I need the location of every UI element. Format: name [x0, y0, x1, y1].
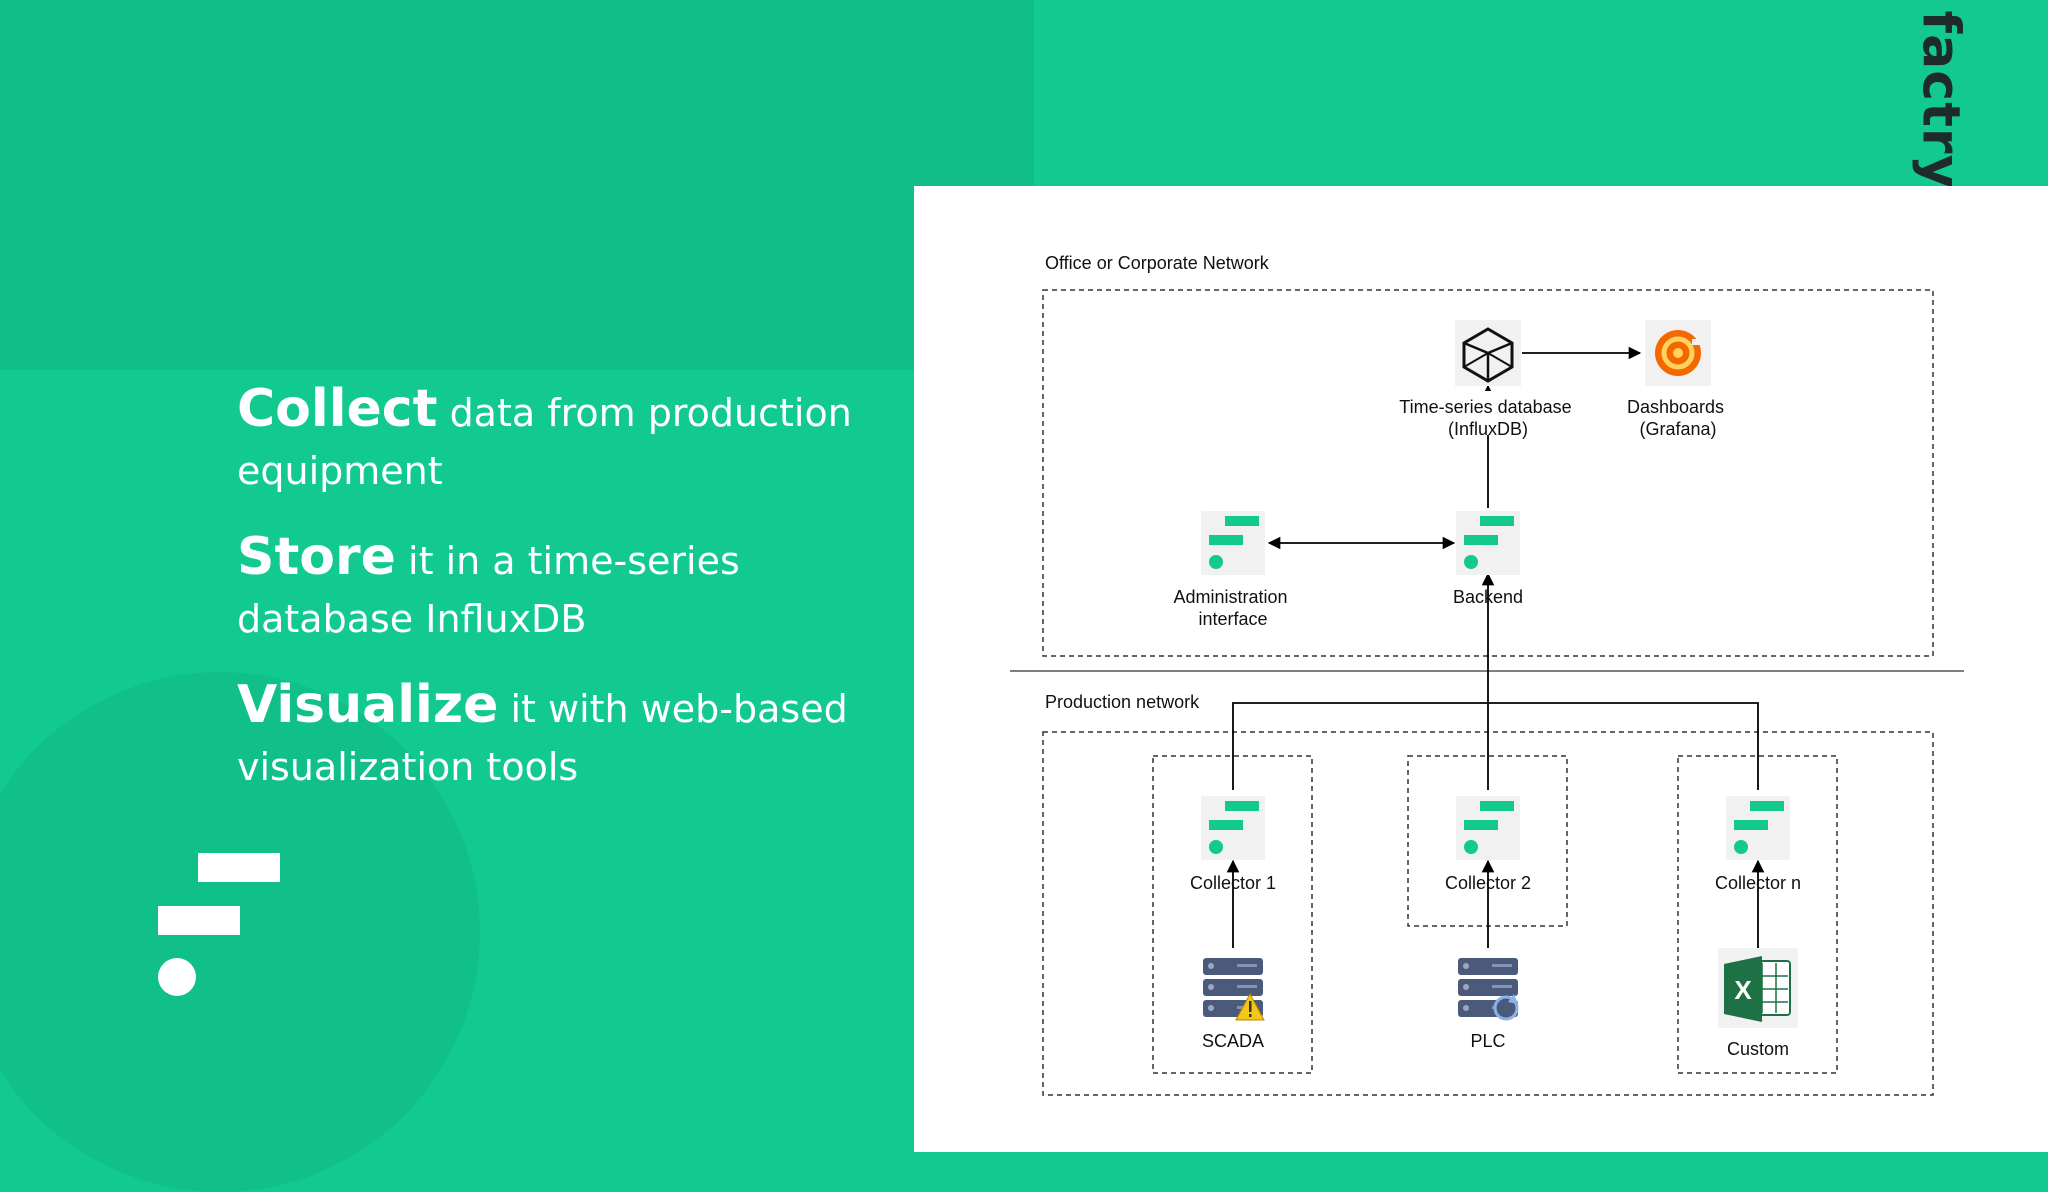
production-zone-label: Production network — [1045, 692, 1200, 712]
mark-bar-top — [198, 853, 280, 882]
collector1-node: Collector 1 — [1190, 796, 1276, 893]
brand-logo: factry — [1870, 11, 2010, 190]
collector1-label: Collector 1 — [1190, 873, 1276, 893]
collectorn-node: Collector n — [1715, 796, 1801, 893]
collectors-bus-connector — [1232, 702, 1759, 790]
background-top-band — [0, 0, 1034, 370]
factry-node-icon — [1456, 796, 1520, 860]
collector2-label: Collector 2 — [1445, 873, 1531, 893]
dashboards-label: Dashboards (Grafana) — [1627, 397, 1729, 439]
office-zone-label: Office or Corporate Network — [1045, 253, 1270, 273]
collector1-group — [1152, 755, 1313, 1074]
influxdb-icon — [1462, 327, 1514, 383]
grafana-icon — [1655, 330, 1702, 376]
custom-node: X Custom — [1718, 948, 1798, 1059]
backend-label: Backend — [1453, 587, 1523, 607]
plc-label: PLC — [1470, 1031, 1505, 1051]
admin-node: Administration interface — [1173, 511, 1292, 629]
tsdb-label-bg — [1394, 391, 1584, 435]
refresh-icon — [1493, 994, 1519, 1021]
excel-icon: X — [1724, 956, 1791, 1022]
architecture-diagram: Office or Corporate Network Production n… — [1010, 253, 1964, 1096]
brand-wordmark: factry — [1910, 10, 1970, 190]
collectorn-group — [1677, 755, 1838, 1074]
factry-node-icon — [1201, 796, 1265, 860]
dashboards-node: Dashboards (Grafana) — [1627, 320, 1729, 439]
warning-icon — [1235, 992, 1265, 1021]
backend-node: Backend — [1453, 511, 1523, 607]
custom-label: Custom — [1727, 1039, 1789, 1059]
collectorn-label: Collector n — [1715, 873, 1801, 893]
factry-mark-icon — [157, 850, 287, 1000]
tsdb-label: Time-series database (InfluxDB) — [1399, 397, 1576, 439]
plc-node: PLC — [1458, 958, 1519, 1051]
collector2-node: Collector 2 — [1445, 796, 1531, 893]
scada-label: SCADA — [1202, 1031, 1264, 1051]
scada-node: SCADA — [1202, 958, 1265, 1051]
factry-node-icon — [1456, 511, 1520, 575]
tagline-collect: Collect data from production equipment — [237, 379, 852, 493]
tagline-store: Store it in a time-series database Influ… — [237, 527, 740, 641]
mark-bar-middle — [158, 906, 240, 935]
tagline-visualize: Visualize it with web-based visualizatio… — [237, 675, 848, 789]
taglines: Collect data from production equipment S… — [237, 380, 877, 824]
background-circle — [0, 672, 480, 1192]
svg-text:X: X — [1734, 975, 1752, 1005]
tsdb-node: Time-series database (InfluxDB) — [1394, 320, 1584, 439]
architecture-panel: Office or Corporate Network Production n… — [914, 186, 2048, 1152]
mark-dot — [158, 958, 196, 996]
factry-node-icon — [1726, 796, 1790, 860]
factry-node-icon — [1201, 511, 1265, 575]
admin-label: Administration interface — [1173, 587, 1292, 629]
